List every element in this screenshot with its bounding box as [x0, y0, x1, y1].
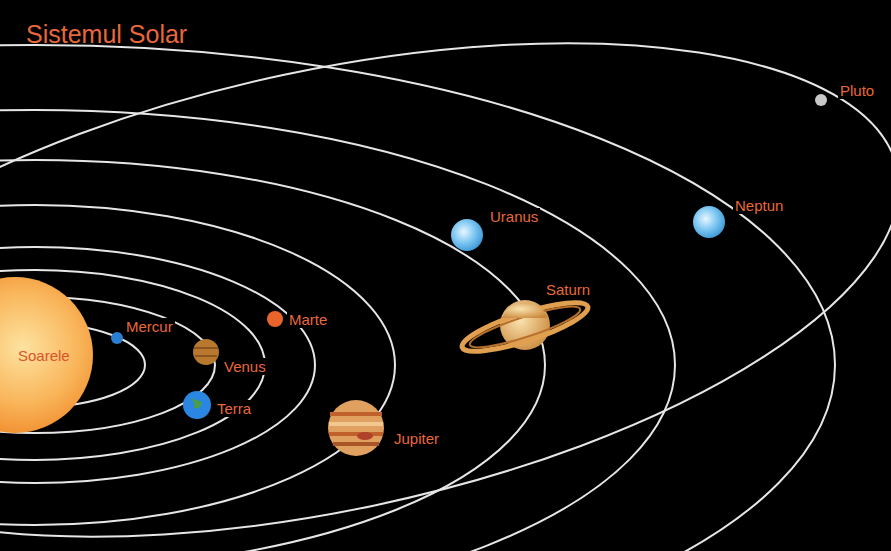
planet-label: Terra [215, 400, 253, 417]
planet-label: Pluto [838, 82, 876, 99]
planet-label: Neptun [733, 197, 785, 214]
planet-label: Jupiter [392, 430, 441, 447]
planet-label: Marte [287, 311, 329, 328]
diagram-title: Sistemul Solar [26, 22, 187, 47]
planet-label: Saturn [544, 281, 592, 298]
planet-label: Mercur [124, 318, 175, 335]
planet-label: Uranus [488, 208, 540, 225]
sun-label: Soarele [16, 347, 72, 364]
planet-label: Venus [222, 358, 268, 375]
